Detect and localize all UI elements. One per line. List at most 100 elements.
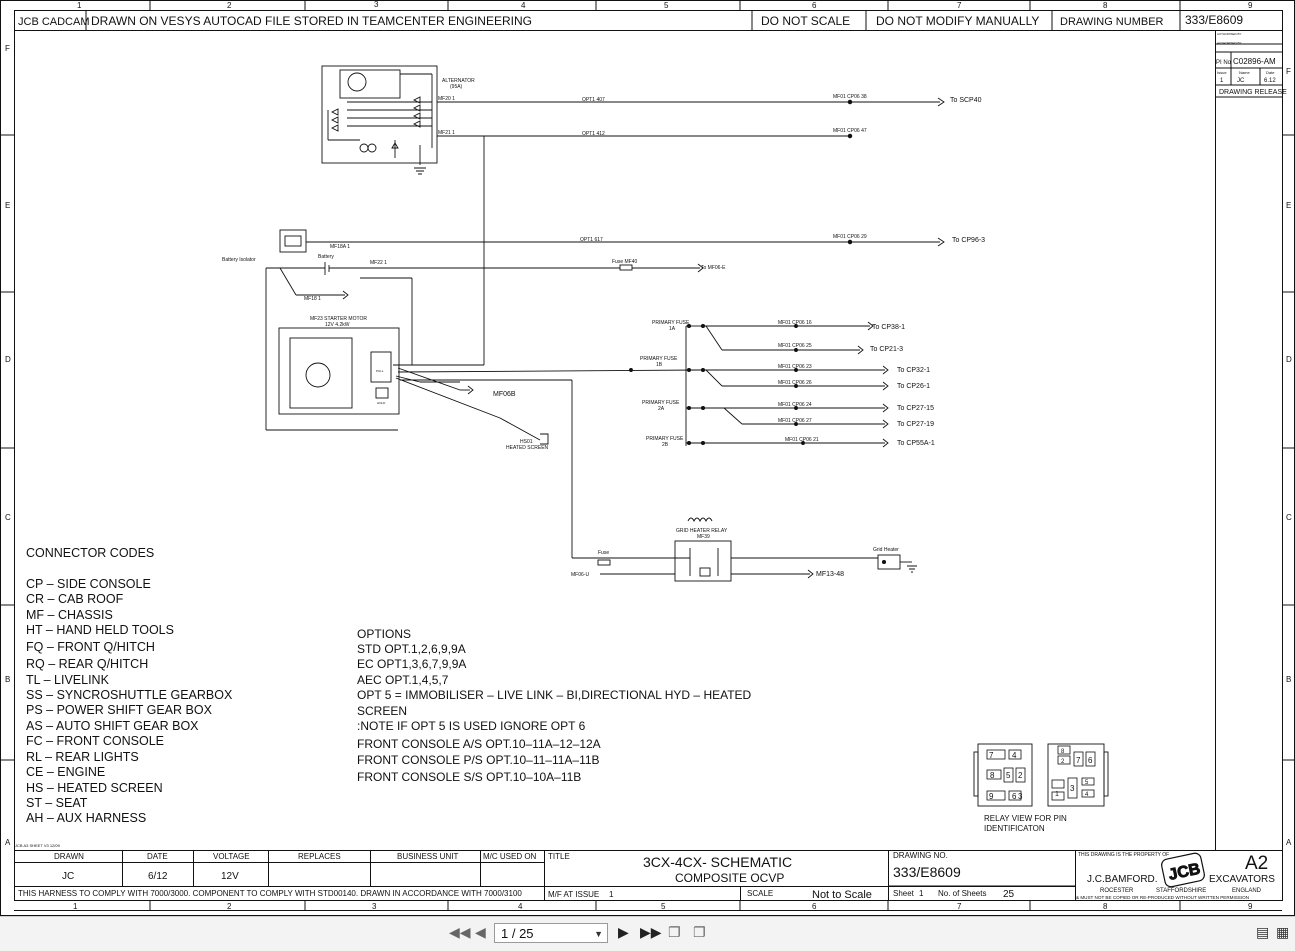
pin-number: 7: [989, 751, 994, 760]
connector-code: PS – POWER SHIFT GEAR BOX: [26, 703, 213, 717]
col-label-bottom: 2: [227, 902, 232, 911]
revision-panel: AUTHORISED BY AUTHORISED BY PI No C02896…: [1215, 30, 1287, 850]
row-label-right: F: [1286, 67, 1291, 76]
single-page-view-icon[interactable]: ❐: [668, 925, 681, 941]
label-wire-617: OPT1 617: [580, 237, 603, 243]
property-notice: THIS DRAWING IS THE PROPERTY OF: [1078, 852, 1169, 858]
row-label-right: C: [1286, 513, 1292, 522]
county: STAFFORDSHIRE: [1156, 888, 1206, 894]
label-mf18: MF18 1: [304, 296, 321, 302]
next-page-icon[interactable]: ▶: [618, 925, 629, 941]
alternator-symbol: [347, 72, 367, 92]
two-page-view-icon[interactable]: ❐: [693, 925, 706, 941]
options-line: FRONT CONSOLE P/S OPT.10–11–11A–11B: [357, 753, 600, 767]
connector-codes: CONNECTOR CODES CP – SIDE CONSOLE CR – C…: [26, 546, 233, 825]
connector-code: CP – SIDE CONSOLE: [26, 577, 151, 591]
options-line: OPTIONS: [357, 627, 411, 641]
label-to-cp21: To CP21-3: [870, 346, 903, 353]
label-primary-fuse: PRIMARY FUSE: [652, 320, 690, 326]
label-mf21: MF21 1: [438, 130, 455, 136]
previous-page-icon[interactable]: ◀: [475, 925, 486, 941]
header-do-not-scale: DO NOT SCALE: [761, 14, 850, 28]
label-to-cp26: To CP26-1: [897, 383, 930, 390]
pin-number: 2: [1061, 759, 1065, 765]
connector-code: RL – REAR LIGHTS: [26, 750, 139, 764]
label-wire-412: OPT1 412: [582, 131, 605, 137]
page-list-view-icon[interactable]: ▤: [1256, 925, 1270, 941]
header-source-note: DRAWN ON VESYS AUTOCAD FILE STORED IN TE…: [91, 14, 532, 28]
starter-motor-symbol: [305, 362, 331, 388]
connector-code: HS – HEATED SCREEN: [26, 781, 163, 795]
business-unit-header: BUSINESS UNIT: [397, 852, 458, 861]
label-cp06-23: MF01 CP06 23: [778, 364, 812, 370]
date-value: 6/12: [148, 871, 168, 882]
connector-code: CE – ENGINE: [26, 765, 105, 779]
header-cadcam: JCB CADCAM: [18, 16, 90, 28]
title-block: [14, 850, 1282, 901]
country: ENGLAND: [1232, 888, 1262, 894]
label-to-mf06e: To MF06-E: [701, 265, 726, 271]
row-grid: [0, 134, 1295, 761]
scale-label: SCALE: [747, 889, 773, 898]
label-primary-fuse: PRIMARY FUSE: [646, 436, 684, 442]
row-label-left: E: [5, 201, 10, 210]
last-page-icon[interactable]: ▶▶: [640, 925, 662, 941]
row-label-right: B: [1286, 675, 1291, 684]
pi-number: C02896-AM: [1233, 57, 1276, 66]
row-label-right: E: [1286, 201, 1291, 210]
label-wire-407: OPT1 407: [582, 97, 605, 103]
drawing-title: 3CX-4CX- SCHEMATIC: [643, 854, 792, 870]
mf-at-issue-label: M/F AT ISSUE: [548, 890, 599, 899]
page-selector[interactable]: 1 / 25 ▼: [494, 923, 608, 943]
label-battery-isolator: Battery Isolator: [222, 257, 256, 263]
label-cp06-29: MF01 CP06 29: [833, 234, 867, 240]
label-to-cp27-19: To CP27-19: [897, 421, 934, 428]
issue-header: Issue: [1217, 70, 1227, 75]
pin-number: 8: [990, 771, 995, 780]
title-header: TITLE: [548, 852, 570, 861]
col-label-top: 2: [227, 1, 232, 10]
first-page-icon[interactable]: ◀◀: [449, 925, 471, 941]
col-label-top: 8: [1103, 1, 1108, 10]
connector-codes-title: CONNECTOR CODES: [26, 546, 154, 560]
label-starter-motor: MF23 STARTER MOTOR: [310, 316, 367, 322]
options-line: FRONT CONSOLE S/S OPT.10–10A–11B: [357, 770, 581, 784]
page-grid-view-icon[interactable]: ▦: [1276, 925, 1290, 941]
header-strip: JCB CADCAM DRAWN ON VESYS AUTOCAD FILE S…: [14, 10, 1282, 31]
compliance-note: THIS HARNESS TO COMPLY WITH 7000/3000. C…: [18, 889, 522, 898]
col-label-bottom: 5: [661, 902, 666, 911]
row-label-left: C: [5, 513, 11, 522]
connector-code: ST – SEAT: [26, 796, 88, 810]
authorised-by-label: AUTHORISED BY: [1217, 32, 1242, 36]
label-pull: PULL: [376, 369, 384, 373]
label-cp06-27: MF01 CP06 27: [778, 418, 812, 424]
pin-number: 7: [1076, 756, 1081, 765]
col-label-bottom: 6: [812, 902, 817, 911]
label-primary-fuse-id: 1B: [656, 362, 663, 368]
label-to-cp38: To CP38-1: [872, 324, 905, 331]
connector-code: SS – SYNCROSHUTTLE GEARBOX: [26, 688, 233, 702]
sheets-value: 25: [1003, 889, 1015, 900]
label-relay-view: RELAY VIEW FOR PIN: [984, 814, 1067, 823]
pin-number: 6: [1012, 792, 1017, 801]
relay-pin-view: [973, 743, 1109, 807]
drawing-release: DRAWING RELEASE: [1219, 89, 1287, 96]
connector-code: FQ – FRONT Q/HITCH: [26, 640, 155, 654]
label-cp06-47: MF01 CP06 47: [833, 128, 867, 134]
connector-code: CR – CAB ROOF: [26, 592, 124, 606]
options-line: STD OPT.1,2,6,9,9A: [357, 642, 466, 656]
label-mf22: MF22 1: [370, 260, 387, 266]
label-to-cp27-15: To CP27-15: [897, 405, 934, 412]
pin-number: 3: [1070, 784, 1075, 793]
date-value: 6.12: [1264, 78, 1276, 84]
col-label-bottom: 4: [518, 902, 523, 911]
options-line: AEC OPT.1,4,5,7: [357, 673, 449, 687]
label-hold: HOLD: [377, 401, 386, 405]
label-fuse: Fuse: [598, 550, 609, 556]
name-value: JC: [1237, 78, 1245, 84]
pdf-viewer-toolbar: [0, 916, 1295, 951]
date-header: Date: [1266, 70, 1275, 75]
header-drawing-number-label: DRAWING NUMBER: [1060, 16, 1164, 28]
label-relay-view-2: IDENTIFICATON: [984, 824, 1045, 833]
page-indicator: 1 / 25: [501, 926, 534, 941]
